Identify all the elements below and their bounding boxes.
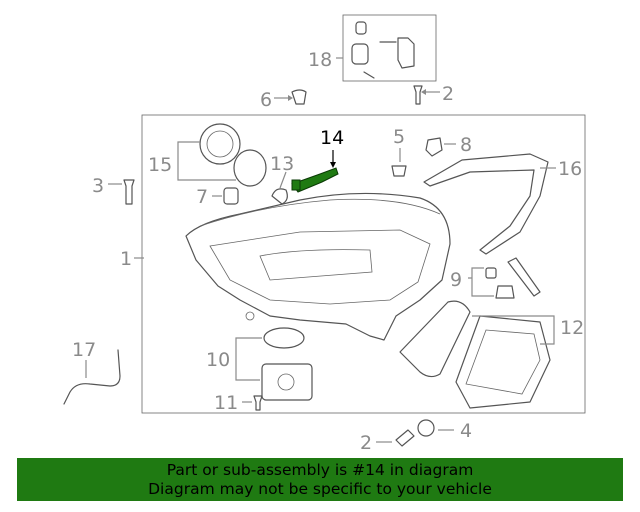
part-16-trim	[423, 153, 549, 255]
assembly-frame	[141, 114, 586, 414]
headlamp-parts-diagram: 18 6 2 5 8 14 15 13 16 3 7 1 9 12 10 17 …	[63, 14, 586, 454]
callout-11: 11	[214, 392, 238, 414]
callout-4: 4	[460, 420, 472, 442]
callout-10: 10	[206, 349, 230, 371]
part-6-cap	[291, 89, 307, 105]
part-15-ring	[177, 123, 267, 187]
part-11-screw	[242, 395, 263, 411]
callout-1: 1	[120, 248, 132, 270]
callout-18: 18	[308, 49, 332, 71]
part-4-nut	[417, 419, 454, 437]
banner-line-2: Diagram may not be specific to your vehi…	[148, 480, 492, 498]
callout-3: 3	[92, 175, 104, 197]
callout-6: 6	[260, 89, 272, 111]
part-2-screw-bottom	[376, 429, 415, 447]
disclaimer-banner: Part or sub-assembly is #14 in diagram D…	[17, 458, 623, 501]
callout-13: 13	[270, 153, 294, 175]
callout-17: 17	[72, 339, 96, 361]
callout-12: 12	[560, 317, 584, 339]
part-7-socket	[212, 187, 239, 205]
part-2-screw-top	[413, 85, 423, 105]
part-9-adjuster	[468, 257, 541, 299]
callout-7: 7	[196, 186, 208, 208]
banner-line-1: Part or sub-assembly is #14 in diagram	[166, 461, 474, 479]
part-10-module	[235, 327, 313, 401]
part-3-bolt	[108, 179, 135, 205]
part-1-headlamp	[185, 192, 451, 341]
part-5-clip	[391, 148, 407, 177]
callout-2-top: 2	[442, 83, 454, 105]
part-17-wire	[63, 349, 121, 405]
callout-15: 15	[148, 154, 172, 176]
part-14-bracket	[291, 150, 339, 193]
part-12-lens	[399, 300, 555, 409]
callout-14: 14	[320, 127, 344, 149]
part-18-group	[336, 14, 437, 82]
part-8-connector	[425, 137, 456, 157]
callout-16: 16	[558, 158, 582, 180]
callout-9: 9	[450, 269, 462, 291]
callout-2-bottom: 2	[360, 432, 372, 454]
part-13-bulb	[271, 171, 288, 205]
callout-8: 8	[460, 134, 472, 156]
callout-5: 5	[393, 126, 405, 148]
